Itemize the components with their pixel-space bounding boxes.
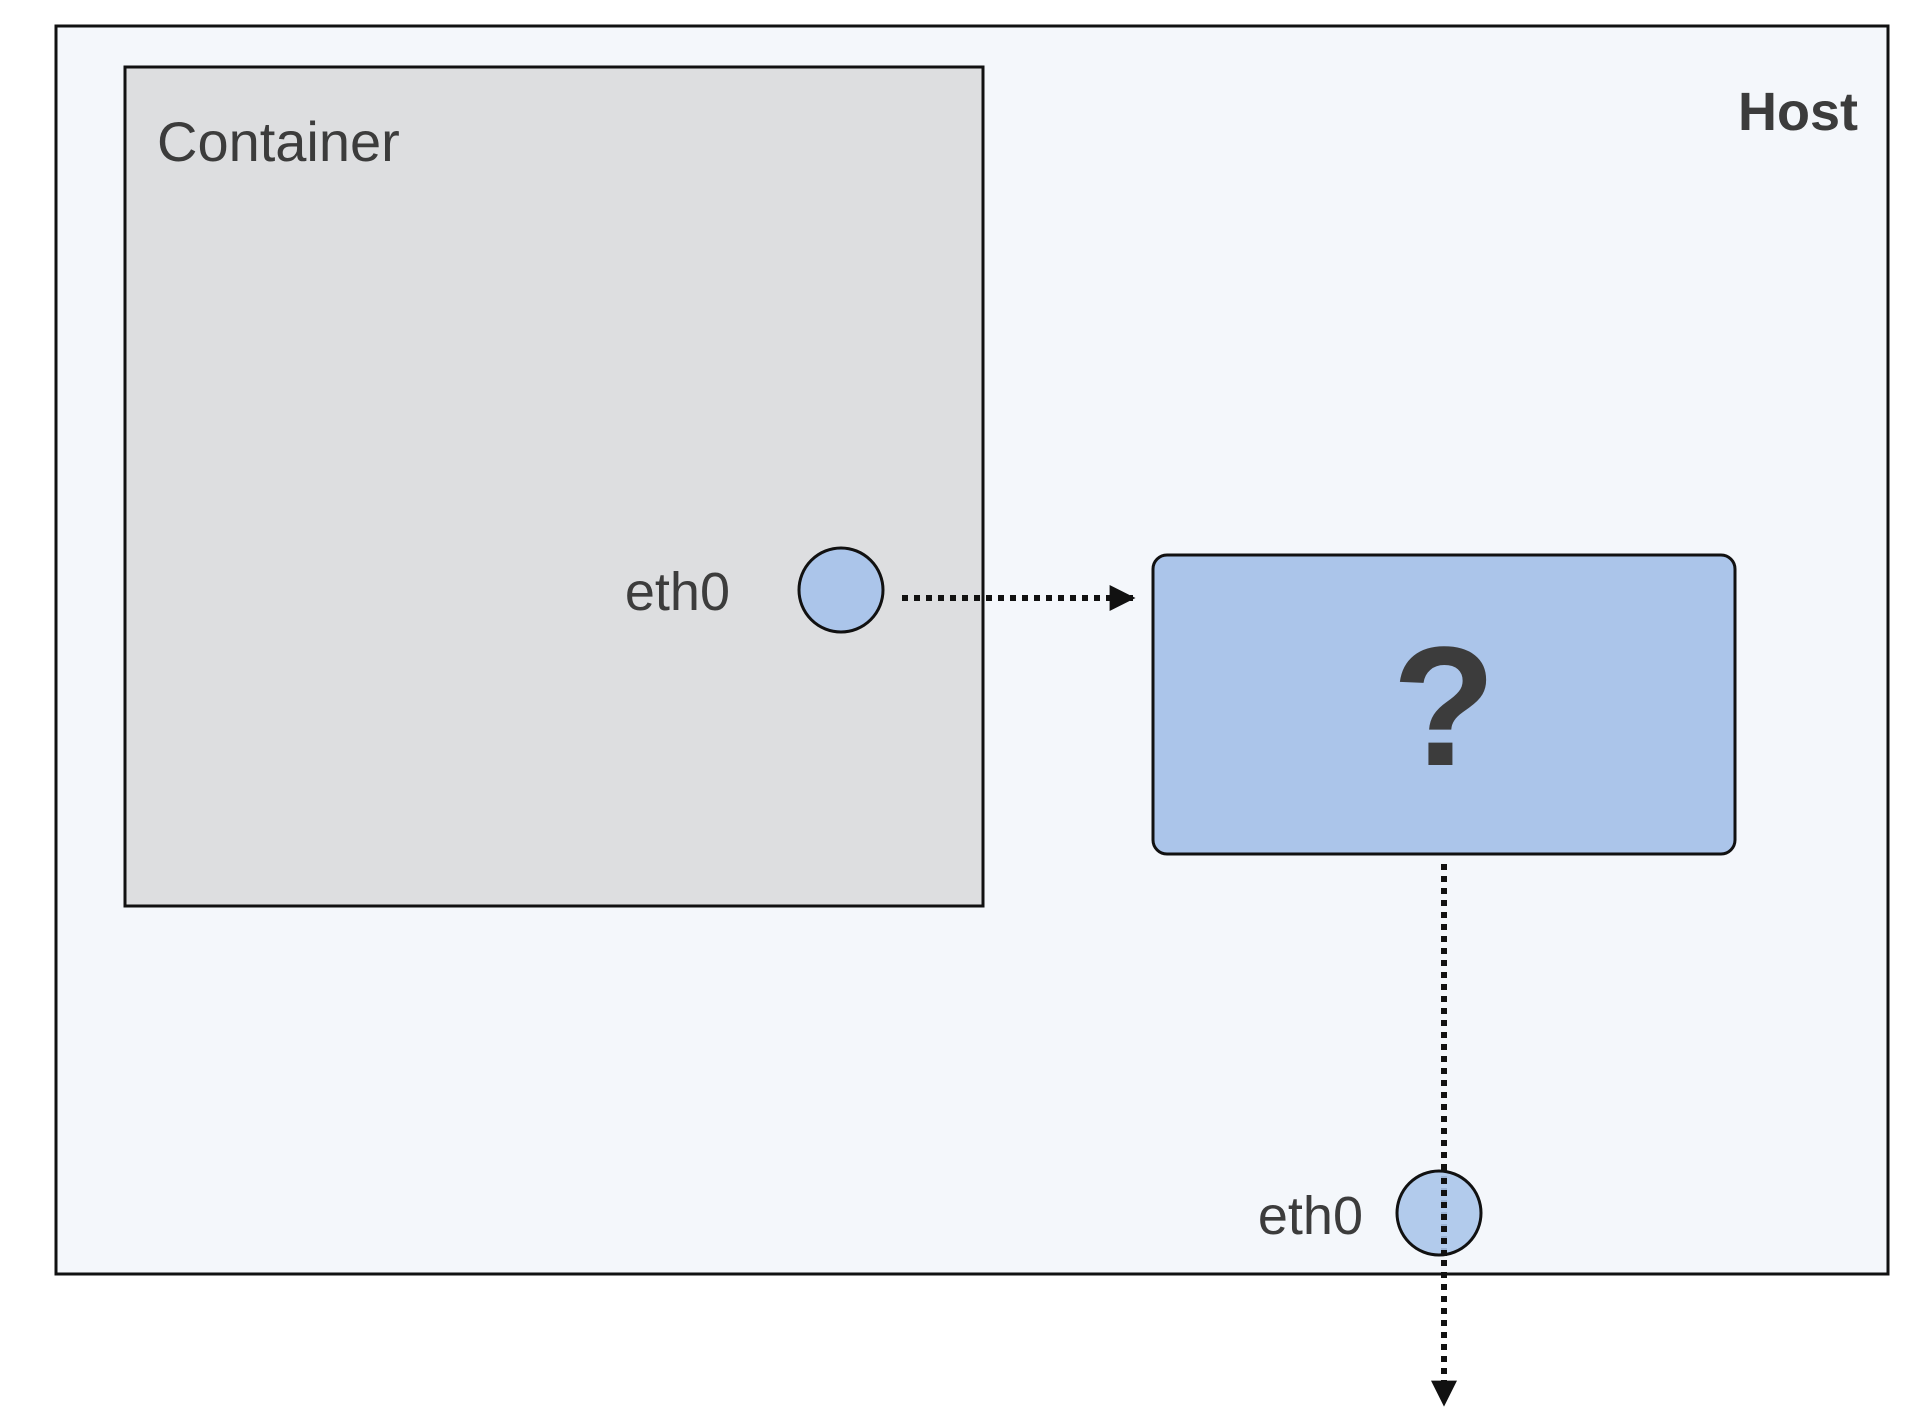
container-eth0-label: eth0 xyxy=(625,562,730,622)
host-label: Host xyxy=(1738,82,1858,142)
container-eth0-interface xyxy=(797,546,885,634)
host-eth0-label: eth0 xyxy=(1258,1186,1363,1246)
unknown-component-box xyxy=(1151,553,1737,856)
container-box xyxy=(123,65,985,908)
host-eth0-interface xyxy=(1395,1169,1483,1257)
container-label: Container xyxy=(157,110,400,173)
question-mark-icon: ? xyxy=(1392,612,1496,802)
